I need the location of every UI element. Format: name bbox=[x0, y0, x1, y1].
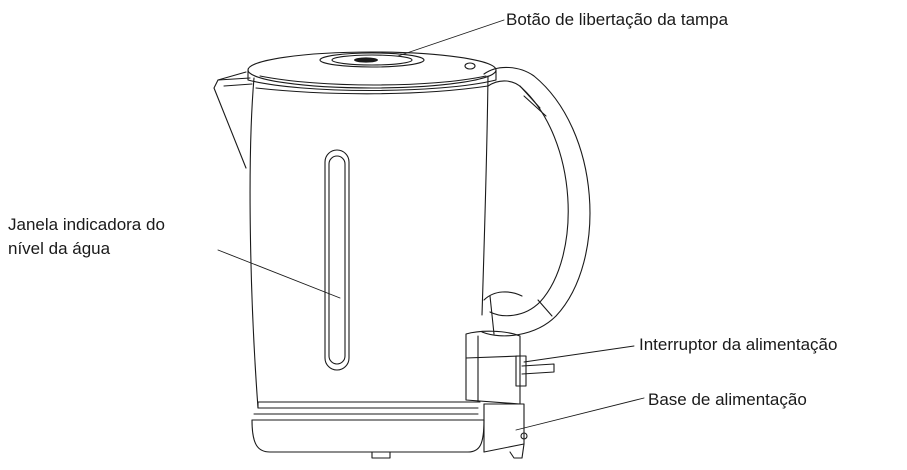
kettle-spout bbox=[213, 71, 253, 169]
kettle-lid bbox=[247, 51, 497, 92]
label-lid-release: Botão de libertação da tampa bbox=[506, 10, 729, 29]
leader-line-water-window bbox=[217, 249, 341, 299]
power-switch-housing bbox=[465, 330, 527, 405]
power-switch-lever bbox=[521, 363, 555, 375]
leader-lines bbox=[217, 19, 645, 431]
water-level-window bbox=[324, 149, 350, 371]
label-power-base: Base de alimentação bbox=[648, 390, 807, 409]
kettle-body bbox=[249, 75, 489, 409]
lid-release-button bbox=[319, 52, 425, 68]
label-water-window-line1: Janela indicadora do bbox=[8, 215, 165, 234]
power-base bbox=[251, 401, 528, 459]
leader-line-lid-release bbox=[397, 19, 505, 57]
label-water-window-line2: nível da água bbox=[8, 239, 111, 258]
leader-line-power-switch bbox=[523, 345, 635, 363]
kettle-handle bbox=[481, 66, 591, 337]
label-power-switch: Interruptor da alimentação bbox=[639, 335, 838, 354]
label-water-window: Janela indicadora do nível da água bbox=[8, 213, 165, 261]
water-level-window-inner bbox=[328, 155, 346, 365]
leader-line-power-base bbox=[515, 397, 645, 431]
